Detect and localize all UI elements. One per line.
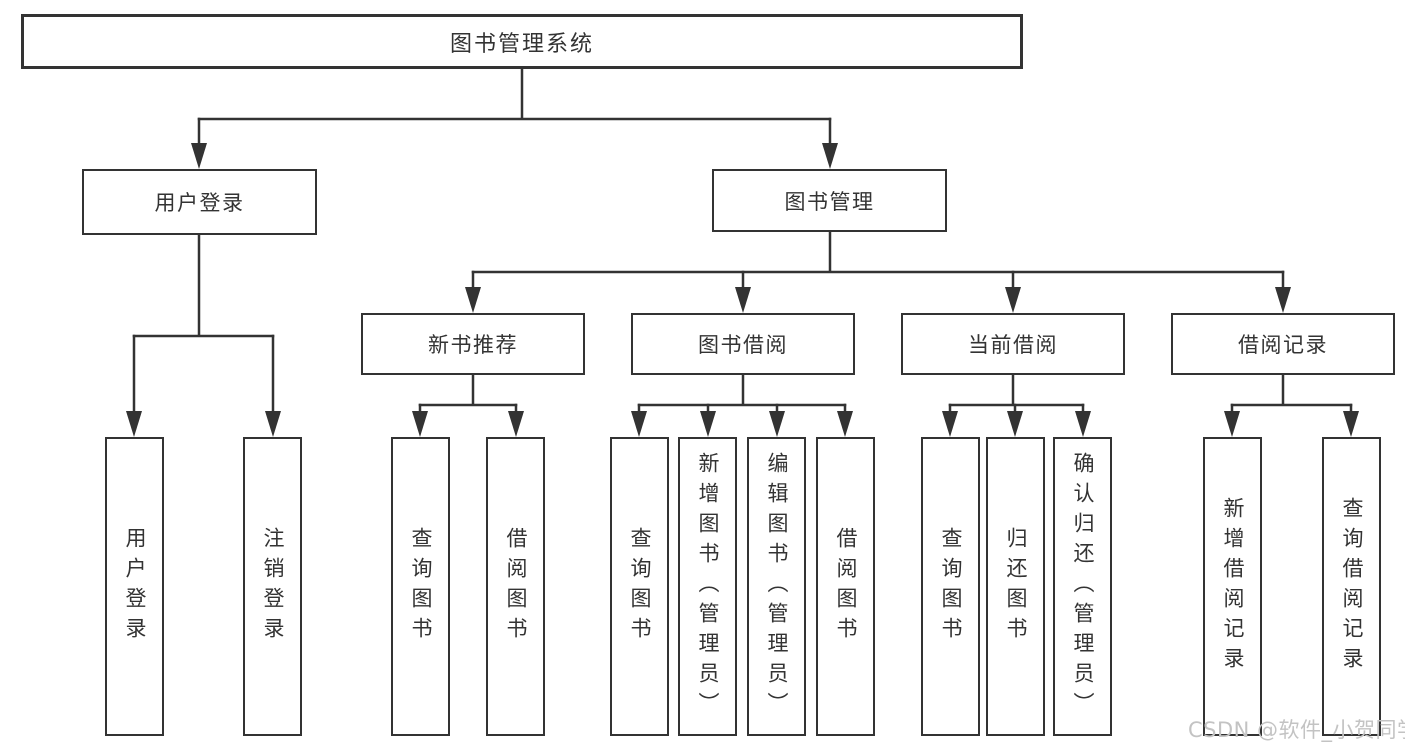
leaf-return-books: 归还图书 [986,437,1045,736]
leaf-query-borrow-record: 查询借阅记录 [1322,437,1381,736]
node-label: 借阅记录 [1238,333,1328,357]
node-label: 确认归还（管理员） [1071,451,1095,722]
node-new-book-recommendation: 新书推荐 [361,313,585,375]
node-label: 新增借阅记录 [1221,496,1245,677]
node-book-borrowing: 图书借阅 [631,313,855,375]
node-label: 借阅图书 [834,526,858,647]
node-label: 查询图书 [409,526,433,647]
leaf-borrow-books-recommend: 借阅图书 [486,437,545,736]
node-label: 借阅图书 [504,526,528,647]
node-label: 注销登录 [261,526,285,647]
node-label: 用户登录 [123,526,147,647]
leaf-query-books-recommend: 查询图书 [391,437,450,736]
node-label: 图书管理系统 [449,31,594,57]
leaf-user-login: 用户登录 [105,437,164,736]
node-label: 查询图书 [628,526,652,647]
node-library-management-system: 图书管理系统 [21,14,1023,69]
leaf-add-books-admin: 新增图书（管理员） [678,437,737,736]
leaf-query-books-current: 查询图书 [921,437,980,736]
node-label: 查询图书 [939,526,963,647]
leaf-query-books-borrowing: 查询图书 [610,437,669,736]
node-label: 编辑图书（管理员） [765,451,789,722]
node-borrowing-records: 借阅记录 [1171,313,1395,375]
leaf-confirm-return-admin: 确认归还（管理员） [1053,437,1112,736]
node-book-management: 图书管理 [712,169,947,232]
node-label: 当前借阅 [968,333,1058,357]
csdn-watermark: CSDN @软件_小贺同学 [1188,718,1405,742]
node-user-login: 用户登录 [82,169,317,235]
node-label: 新增图书（管理员） [696,451,720,722]
node-label: 用户登录 [154,191,245,215]
node-label: 新书推荐 [428,333,518,357]
leaf-borrow-books-borrowing: 借阅图书 [816,437,875,736]
node-label: 图书管理 [784,189,875,214]
leaf-logout-login: 注销登录 [243,437,302,736]
node-label: 归还图书 [1004,526,1028,647]
node-label: 查询借阅记录 [1340,496,1364,677]
leaf-edit-books-admin: 编辑图书（管理员） [747,437,806,736]
leaf-add-borrow-record: 新增借阅记录 [1203,437,1262,736]
node-current-borrowing: 当前借阅 [901,313,1125,375]
node-label: 图书借阅 [698,333,788,357]
